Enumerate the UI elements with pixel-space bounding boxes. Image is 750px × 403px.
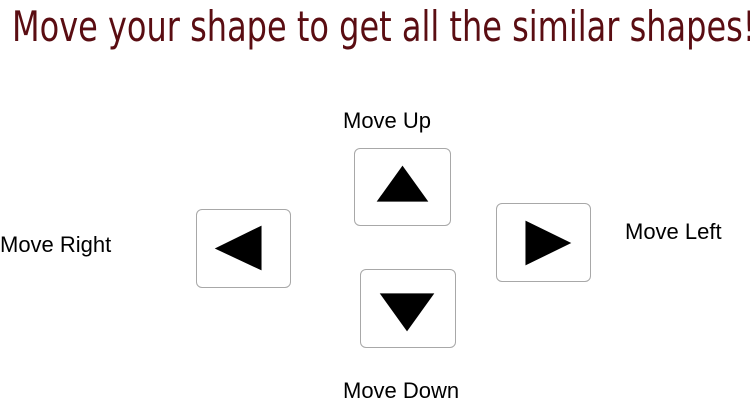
move-up-label: Move Up	[343, 108, 432, 133]
down-arrow-shape	[379, 293, 435, 332]
triangle-up-icon	[376, 165, 429, 202]
move-down-label: Move Down	[343, 378, 460, 403]
move-right-button[interactable]	[196, 209, 291, 288]
move-down-button[interactable]	[360, 269, 456, 348]
move-up-button[interactable]	[354, 148, 451, 226]
up-arrow-shape	[376, 165, 429, 202]
triangle-right-icon	[525, 220, 572, 266]
triangle-down-icon	[379, 293, 435, 332]
move-right-label: Move Right	[0, 232, 112, 257]
right-arrow-shape	[525, 220, 572, 266]
instruction-title: Move your shape to get all the similar s…	[12, 3, 750, 52]
move-left-button[interactable]	[496, 203, 591, 282]
left-arrow-shape	[214, 225, 262, 271]
move-left-label: Move Left	[625, 219, 722, 244]
triangle-left-icon	[214, 225, 262, 271]
